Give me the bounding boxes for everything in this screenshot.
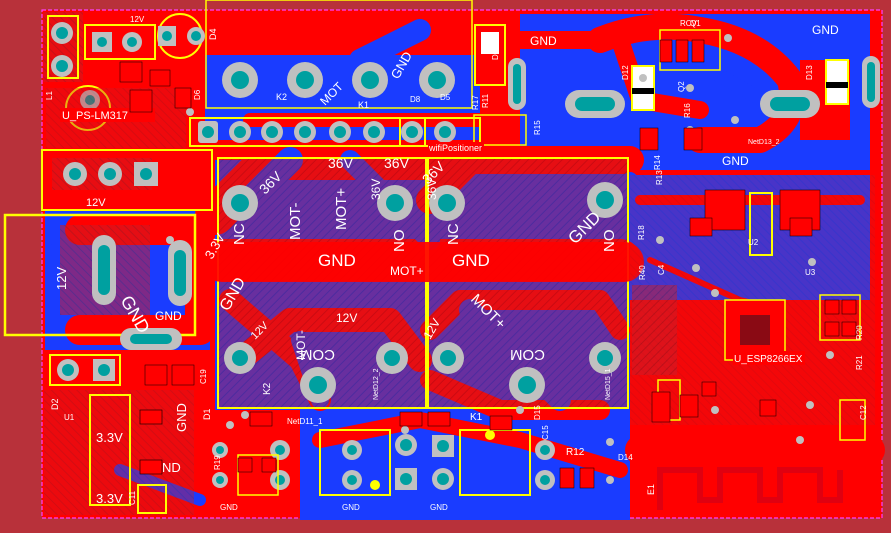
- power-section: [3, 12, 213, 515]
- bottom-connectors: [212, 429, 555, 496]
- component-u3: U3: [805, 268, 816, 277]
- net-label-nd: ND: [162, 460, 181, 475]
- component-d13: D13: [805, 65, 814, 80]
- component-r20: R20: [855, 325, 864, 340]
- component-netd13: NetD13_2: [748, 139, 780, 146]
- relay-k2-gnd-label: GND: [318, 251, 356, 270]
- component-d6: D6: [193, 89, 202, 100]
- relay-k2-mot-minus-label: MOT-: [287, 203, 304, 241]
- component-netd15: NetD15_1: [605, 368, 612, 400]
- net-label-3v3-c: 3.3V: [96, 491, 123, 506]
- component-d8: D8: [410, 95, 421, 104]
- component-u2: U2: [748, 238, 759, 247]
- net-label-36v-b: 36V: [425, 179, 439, 200]
- component-r19: R19: [213, 455, 222, 470]
- net-label-gnd-esp: GND: [722, 154, 749, 168]
- relay-k2-designator: K2: [262, 382, 273, 395]
- relay-k2-nc-label: NC: [231, 223, 248, 245]
- component-c12: C12: [859, 405, 868, 420]
- relay-k1-pads: [429, 182, 623, 403]
- relay-k2-12v-label: 12V: [336, 311, 357, 325]
- header-row: [189, 117, 481, 147]
- component-c15: C15: [541, 425, 550, 440]
- component-k2: K2: [276, 92, 287, 102]
- net-label-36v-a: 36V: [369, 179, 383, 200]
- component-r15: R15: [533, 120, 542, 135]
- relay-k2-no-label: NO: [391, 230, 408, 253]
- relay-k2-36v-label: 36V: [328, 155, 354, 171]
- component-d15: D15: [533, 405, 542, 420]
- component-wifi-positioner: wifiPositioner: [428, 143, 482, 153]
- component-q1: Q1: [690, 19, 701, 28]
- relay-k1-36v-label: 36V: [384, 155, 410, 171]
- component-d12: D12: [621, 65, 630, 80]
- relay-k1-com-label: COM: [510, 346, 545, 363]
- relay-k1-gnd-label: GND: [452, 251, 490, 270]
- component-r13: R13: [655, 170, 664, 185]
- component-r40: R40: [638, 265, 647, 280]
- net-label-12v-mid: 12V: [86, 197, 106, 209]
- component-q2: Q2: [677, 81, 686, 92]
- component-r18: R18: [637, 225, 646, 240]
- smd-pads: [119, 39, 857, 489]
- top-terminal-pads: [205, 0, 473, 109]
- component-d1: D1: [202, 408, 212, 420]
- net-label-gnd-bottom-3: GND: [430, 503, 448, 512]
- component-r16: R16: [683, 103, 692, 118]
- component-u-ps-lm317: U_PS-LM317: [62, 110, 128, 122]
- component-r11: R11: [481, 93, 490, 108]
- net-label-gnd-bottom-1: GND: [220, 503, 238, 512]
- net-label-3v3-b: 3.3V: [96, 430, 123, 445]
- component-d11: D11: [491, 45, 500, 60]
- net-label-gnd-bottom-2: GND: [342, 503, 360, 512]
- net-label-12v-left: 12V: [54, 267, 69, 290]
- relay-k1-designator: K1: [470, 412, 483, 423]
- net-label-gnd-top: GND: [530, 34, 557, 48]
- vias: [166, 34, 834, 484]
- component-d4: D4: [208, 28, 218, 40]
- net-label-mot-plus: MOT+: [390, 264, 424, 278]
- component-k1: K1: [358, 100, 369, 110]
- component-netd12: NetD12_2: [373, 368, 380, 400]
- relay-k2-pads: [222, 185, 413, 403]
- component-r21: R21: [855, 355, 864, 370]
- relay-k2-com-label: COM: [300, 346, 335, 363]
- component-d2: D2: [50, 398, 60, 410]
- net-label-gnd-center: GND: [155, 309, 182, 323]
- net-label-gnd-bottom-left: GND: [174, 403, 189, 432]
- component-u-esp8266ex: U_ESP8266EX: [734, 354, 803, 365]
- net-label-mot-minus: MOT-: [294, 330, 308, 360]
- component-c4: C4: [657, 264, 666, 275]
- component-u1: U1: [64, 413, 75, 422]
- component-netd11: NetD11_1: [287, 417, 323, 426]
- component-r14: R14: [653, 155, 662, 170]
- component-c11: C11: [128, 490, 137, 505]
- component-d14: D14: [618, 453, 633, 462]
- component-l1: L1: [45, 91, 54, 100]
- component-r12: R12: [566, 447, 585, 458]
- net-label-rcv: RCV: [680, 19, 698, 28]
- component-r17: R17: [471, 95, 480, 110]
- component-e1: E1: [646, 484, 656, 495]
- relay-k2-mot-plus-label: MOT+: [333, 188, 350, 230]
- relay-k1-nc-label: NC: [445, 223, 462, 245]
- net-label-gnd-top-right: GND: [812, 23, 839, 37]
- relay-k1-no-label: NO: [601, 230, 618, 253]
- net-label-12v-top: 12V: [130, 15, 145, 24]
- component-d5: D5: [440, 93, 451, 102]
- esp-section: [473, 24, 880, 517]
- component-c19: C19: [199, 369, 208, 384]
